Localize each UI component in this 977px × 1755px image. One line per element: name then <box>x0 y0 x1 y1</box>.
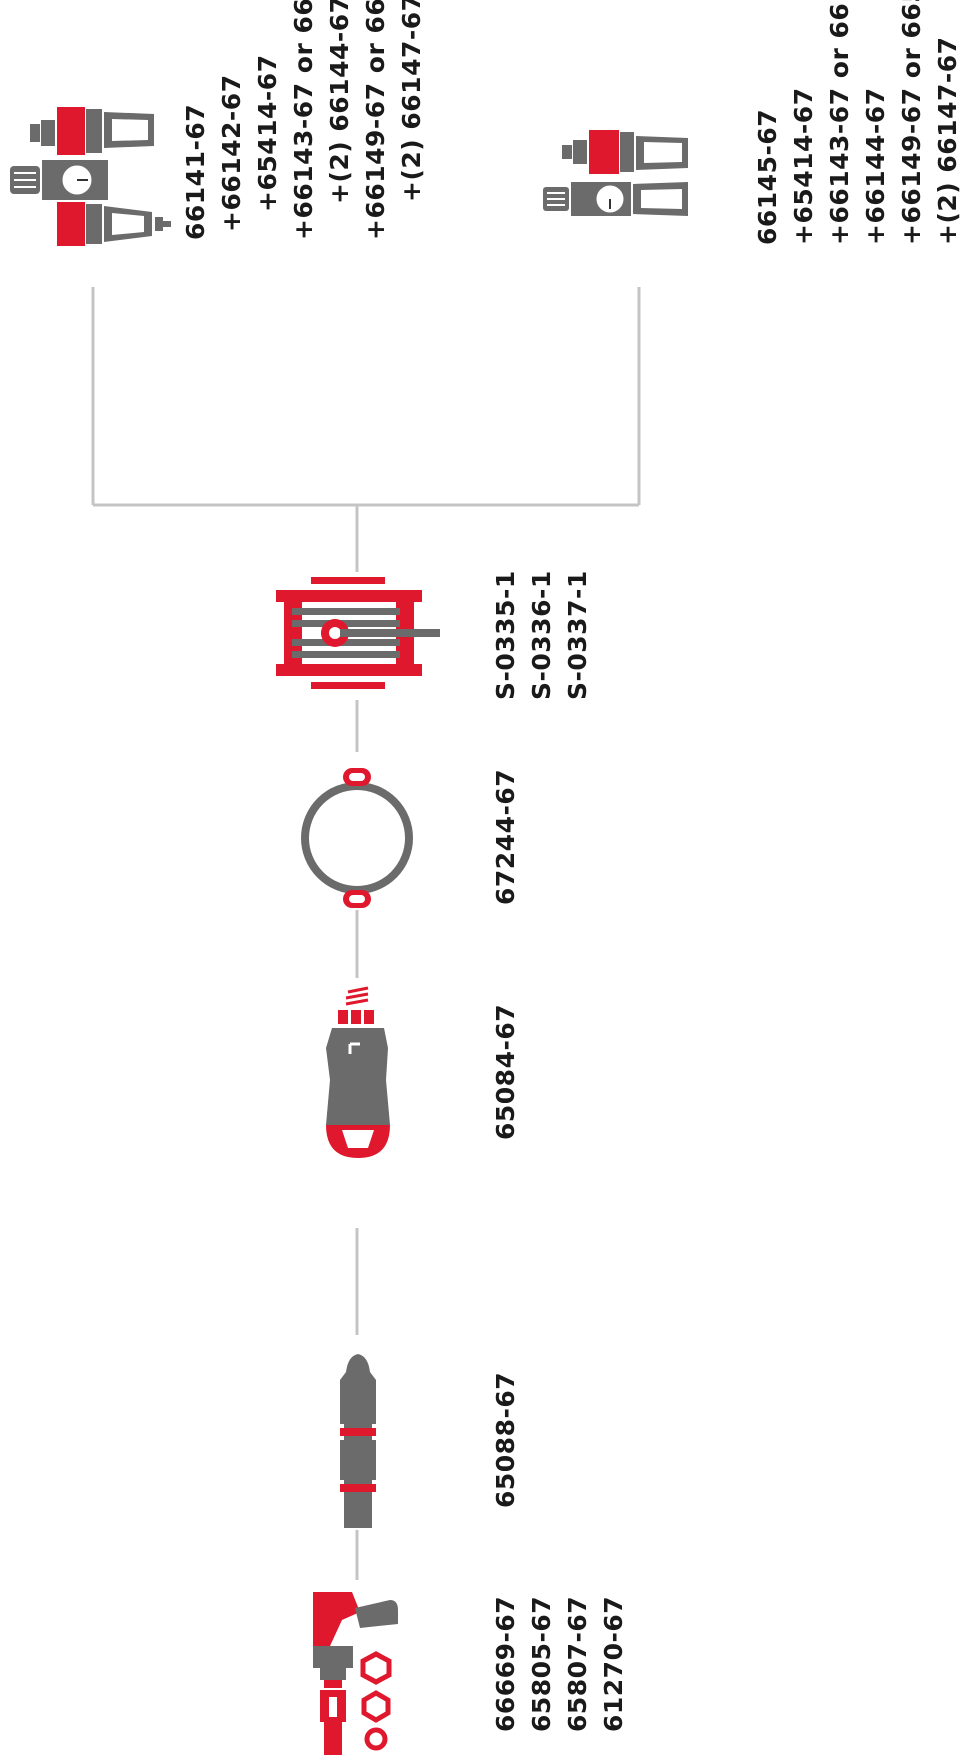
frl-small-line-4: +66144-67 <box>858 0 894 245</box>
frl-large-line-4: +66143-67 or 66146-67 <box>286 0 322 240</box>
filter-regulator-icon <box>543 130 688 216</box>
frl-small-line-3: +66143-67 or 66146-67 <box>822 0 858 245</box>
hose-ring-icon <box>305 768 409 908</box>
frl-large-line-6: +66149-67 or 66554-67 <box>358 0 394 240</box>
frl-large-line-7: +(2) 66147-67 <box>394 0 430 240</box>
hose-ring-line-1: 67244-67 <box>488 769 524 905</box>
frl-small-line-1: 66145-67 <box>750 0 786 245</box>
hose-reel-part-numbers: S-0335-1 S-0336-1 S-0337-1 <box>488 570 596 700</box>
angle-grinder-icon <box>313 1592 398 1755</box>
hose-whip-icon <box>340 1354 376 1528</box>
grinder-line-2: 65805-67 <box>524 1596 560 1732</box>
grinder-line-4: 61270-67 <box>596 1596 632 1732</box>
hose-whip-part-number: 65088-67 <box>488 1372 524 1508</box>
hose-whip-line-1: 65088-67 <box>488 1372 524 1508</box>
frl-small-line-2: +65414-67 <box>786 0 822 245</box>
safety-coupler-part-number: 65084-67 <box>488 1004 524 1140</box>
frl-small-part-numbers: 66145-67 +65414-67 +66143-67 or 66146-67… <box>750 0 966 245</box>
frl-large-line-2: +66142-67 <box>214 0 250 240</box>
frl-small-line-6: +(2) 66147-67 <box>930 0 966 245</box>
hose-reel-line-2: S-0336-1 <box>524 570 560 700</box>
grinder-line-1: 66669-67 <box>488 1596 524 1732</box>
grinder-line-3: 65807-67 <box>560 1596 596 1732</box>
hose-reel-line-3: S-0337-1 <box>560 570 596 700</box>
frl-large-line-1: 66141-67 <box>178 0 214 240</box>
hose-reel-icon <box>276 577 440 689</box>
frl-large-part-numbers: 66141-67 +66142-67 +65414-67 +66143-67 o… <box>178 0 430 240</box>
hose-reel-line-1: S-0335-1 <box>488 570 524 700</box>
frl-large-line-5: +(2) 66144-67 <box>322 0 358 240</box>
grinder-part-numbers: 66669-67 65805-67 65807-67 61270-67 <box>488 1596 632 1732</box>
filter-regulator-lubricator-icon <box>10 107 171 246</box>
safety-coupler-icon <box>326 988 390 1158</box>
frl-large-line-3: +65414-67 <box>250 0 286 240</box>
safety-coupler-line-1: 65084-67 <box>488 1004 524 1140</box>
frl-small-line-5: +66149-67 or 66554-67 <box>894 0 930 245</box>
hose-ring-part-number: 67244-67 <box>488 769 524 905</box>
